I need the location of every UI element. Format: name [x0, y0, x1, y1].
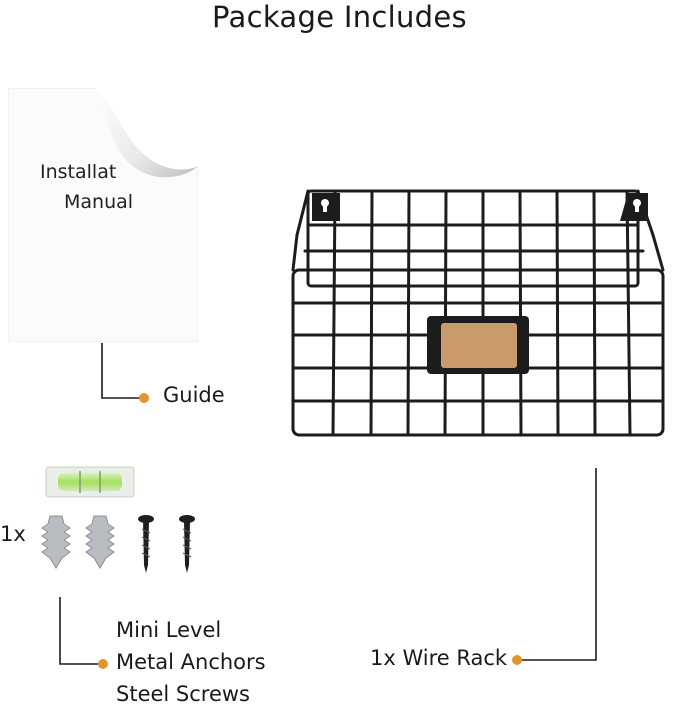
hardware-callout-line	[59, 597, 102, 665]
manual-text-line-1: Installat	[40, 161, 117, 183]
metal-anchors-label: Metal Anchors	[116, 650, 266, 674]
guide-label: Guide	[163, 383, 225, 407]
manual-text: Installat Manual	[36, 157, 176, 217]
mini-level-label: Mini Level	[116, 618, 222, 642]
rack-callout-dot	[512, 655, 522, 665]
page-curl-image	[96, 88, 198, 178]
steel-screws-label: Steel Screws	[116, 682, 250, 706]
rack-callout-line	[518, 468, 597, 661]
wire-rack-label: 1x Wire Rack	[370, 646, 508, 670]
metal-anchors-image	[41, 515, 115, 569]
page-title: Package Includes	[212, 0, 467, 34]
guide-callout-dot	[139, 393, 149, 403]
wire-rack-image	[291, 189, 665, 437]
hardware-callout-dot	[98, 659, 108, 669]
mini-level-image	[45, 466, 135, 498]
quantity-label: 1x	[0, 522, 26, 546]
manual-text-line-2: Manual	[64, 191, 134, 213]
steel-screws-image	[138, 515, 195, 573]
guide-callout-line	[101, 343, 143, 399]
